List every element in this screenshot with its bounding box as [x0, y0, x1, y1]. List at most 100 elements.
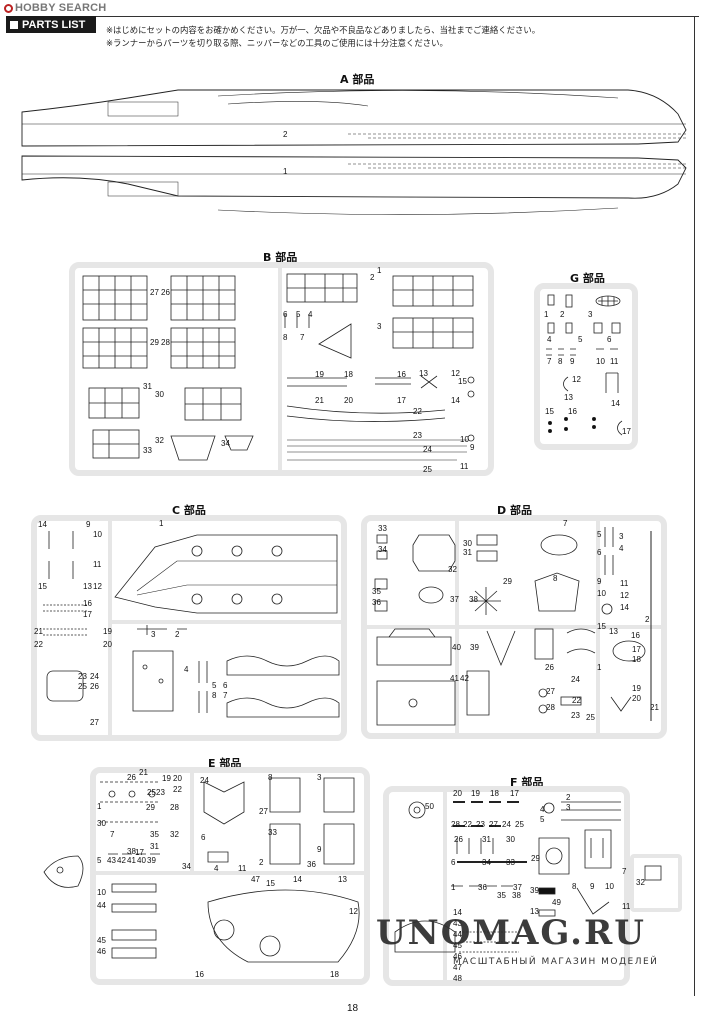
- part-number: 32: [155, 436, 164, 445]
- part-number: 24: [90, 672, 99, 681]
- part-number: 40: [137, 856, 146, 865]
- part-number: 3: [377, 322, 382, 331]
- part-number: 8: [212, 691, 217, 700]
- part-number: 23: [156, 788, 165, 797]
- part-number: 34: [378, 545, 387, 554]
- part-number: 6: [283, 310, 288, 319]
- part-number: 13: [419, 369, 428, 378]
- section-f-label: F 部品: [510, 776, 544, 789]
- part-number: 24: [423, 445, 432, 454]
- runner-bar: [94, 871, 366, 875]
- note-line-1: ※はじめにセットの内容をお確かめください。万が一、欠品や不良品などありましたら、…: [106, 25, 541, 35]
- part-number: 18: [344, 370, 353, 379]
- part-number: 9: [86, 520, 91, 529]
- part-number: 7: [110, 830, 115, 839]
- part-number: 47: [453, 963, 462, 972]
- part-number: 3: [588, 310, 593, 319]
- part-number: 42: [117, 856, 126, 865]
- part-number: 31: [482, 835, 491, 844]
- part-number: 10: [596, 357, 605, 366]
- part-number: 8: [268, 773, 273, 782]
- part-number: 11: [610, 357, 619, 366]
- part-number: 29: [531, 854, 540, 863]
- note-line-2: ※ランナーからパーツを切り取る際、ニッパーなどの工具のご使用には十分注意ください…: [106, 38, 448, 48]
- part-number: 13: [338, 875, 347, 884]
- watermark-logo: UNOMAG.RU: [376, 913, 646, 953]
- part-number: 20: [453, 789, 462, 798]
- parts-d-drawing: [374, 527, 652, 726]
- part-number: 7: [622, 867, 627, 876]
- hobby-search-logo: HOBBY SEARCH: [4, 2, 106, 14]
- part-number: 27: [259, 807, 268, 816]
- part-number: 30: [506, 835, 515, 844]
- part-number: 4: [308, 310, 313, 319]
- part-number: 39: [470, 643, 479, 652]
- part-number: 44: [97, 901, 106, 910]
- top-rule: [6, 16, 699, 17]
- parts-f-drawing: [394, 801, 662, 953]
- part-number: 2: [175, 630, 180, 639]
- part-number: 19: [471, 789, 480, 798]
- part-number: 22: [34, 640, 43, 649]
- part-number: 20: [344, 396, 353, 405]
- part-number: 20: [632, 694, 641, 703]
- part-number: 35: [150, 830, 159, 839]
- part-number: 8: [558, 357, 563, 366]
- part-number: 22: [413, 407, 422, 416]
- part-number: 27: [150, 288, 159, 297]
- part-number: 27: [489, 820, 498, 829]
- part-number: 10: [460, 435, 469, 444]
- part-number: 7: [300, 333, 305, 342]
- part-number: 3: [151, 630, 156, 639]
- part-number: 38: [512, 891, 521, 900]
- part-number: 30: [97, 819, 106, 828]
- part-number: 11: [622, 902, 631, 911]
- part-number: 11: [238, 864, 247, 873]
- part-number: 32: [448, 565, 457, 574]
- parts-c-drawing: [43, 531, 340, 718]
- page-number: 18: [346, 1003, 359, 1014]
- part-number: 6: [451, 858, 456, 867]
- square-bullet-icon: [10, 20, 18, 29]
- part-number: 14: [451, 396, 460, 405]
- part-number: 12: [572, 375, 581, 384]
- part-number: 9: [570, 357, 575, 366]
- part-number: 29: [503, 577, 512, 586]
- part-number: 36: [478, 883, 487, 892]
- part-number: 21: [650, 703, 659, 712]
- part-number: 42: [460, 674, 469, 683]
- part-number: 23: [476, 820, 485, 829]
- runner-frame-c: [31, 515, 347, 741]
- section-g-label: G 部品: [570, 272, 605, 285]
- part-number: 41: [450, 674, 459, 683]
- part-number: 41: [127, 856, 136, 865]
- parts-list-title: PARTS LIST: [6, 16, 96, 33]
- part-number: 46: [453, 952, 462, 961]
- part-number: 16: [195, 970, 204, 979]
- part-number: 25: [586, 713, 595, 722]
- part-number: 9: [597, 577, 602, 586]
- part-number: 30: [463, 539, 472, 548]
- part-number: 5: [540, 815, 545, 824]
- part-number: 5: [212, 681, 217, 690]
- part-number: 17: [83, 610, 92, 619]
- part-number: 16: [83, 599, 92, 608]
- part-number: 18: [632, 655, 641, 664]
- part-number: 33: [268, 828, 277, 837]
- parts-b-drawing: [82, 273, 475, 461]
- part-number: 8: [553, 574, 558, 583]
- part-number: 28: [170, 803, 179, 812]
- part-number: 9: [590, 882, 595, 891]
- part-number: 29: [150, 338, 159, 347]
- part-number: 15: [597, 622, 606, 631]
- part-number: 21: [139, 768, 148, 777]
- logo-ring-icon: [4, 3, 13, 13]
- part-number: 10: [597, 589, 606, 598]
- runner-bar: [365, 625, 663, 629]
- part-number: 45: [97, 936, 106, 945]
- part-number: 13: [609, 627, 618, 636]
- part-number: 27: [90, 718, 99, 727]
- part-number: 24: [571, 675, 580, 684]
- part-number: 7: [563, 519, 568, 528]
- part-number: 20: [173, 774, 182, 783]
